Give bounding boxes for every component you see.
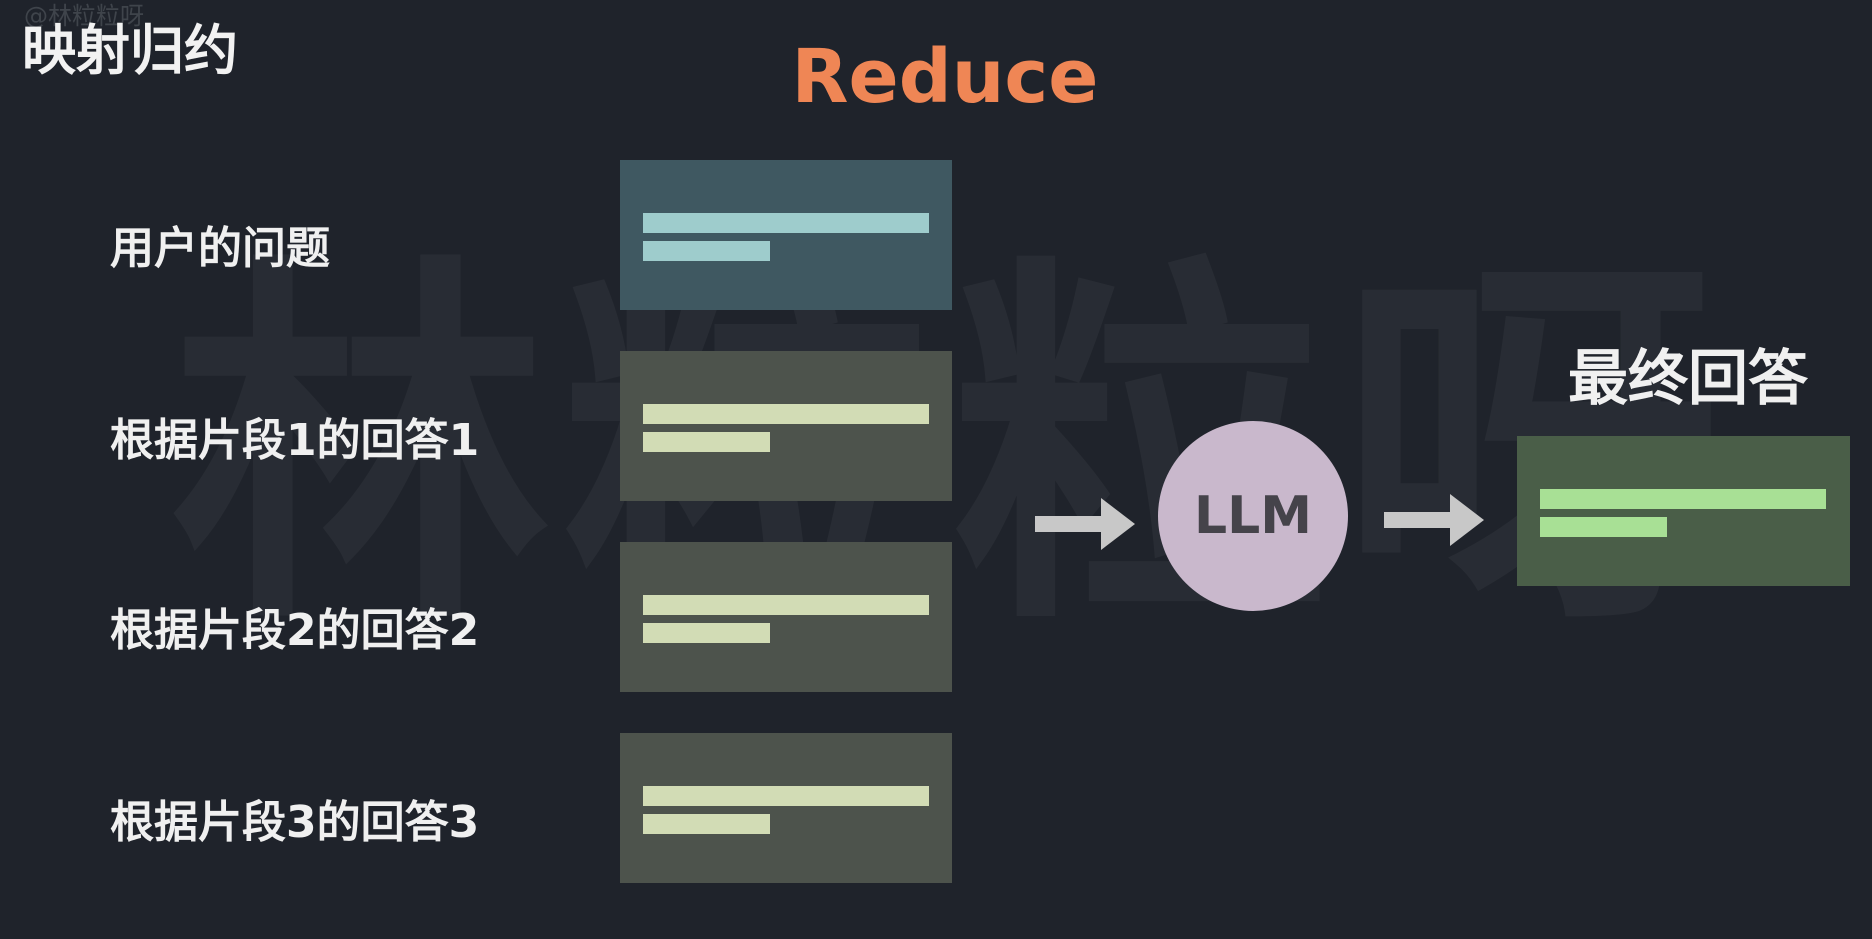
main-title: Reduce [791, 34, 1099, 120]
text-line [643, 404, 929, 424]
input-label-question: 用户的问题 [110, 223, 330, 274]
text-line [643, 432, 770, 452]
text-line [1540, 489, 1826, 509]
arrow-right-icon [1384, 494, 1484, 546]
llm-label: LLM [1193, 486, 1312, 546]
text-line [1540, 517, 1667, 537]
answer-card-2 [620, 542, 952, 692]
input-label-answer-3: 根据片段3的回答3 [110, 797, 480, 848]
text-line [643, 595, 929, 615]
question-card [620, 160, 952, 310]
text-line [643, 213, 929, 233]
text-line [643, 623, 770, 643]
final-answer-label: 最终回答 [1568, 344, 1808, 414]
text-line [643, 241, 770, 261]
arrow-right-icon [1035, 498, 1135, 550]
input-label-answer-1: 根据片段1的回答1 [110, 415, 480, 466]
final-answer-card [1517, 436, 1850, 586]
answer-card-3 [620, 733, 952, 883]
llm-node: LLM [1158, 421, 1348, 611]
text-line [643, 786, 929, 806]
input-label-answer-2: 根据片段2的回答2 [110, 605, 480, 656]
text-line [643, 814, 770, 834]
section-title: 映射归约 [22, 19, 238, 82]
watermark-small: @林粒粒呀 [24, 2, 144, 30]
answer-card-1 [620, 351, 952, 501]
